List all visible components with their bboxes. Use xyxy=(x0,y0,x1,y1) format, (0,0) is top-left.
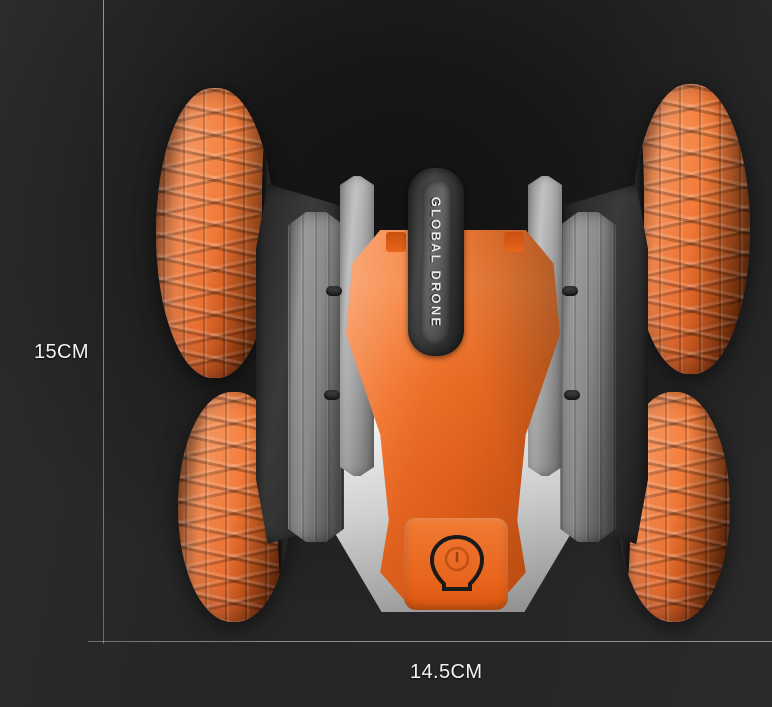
brand-plate: GLOBAL DRONE xyxy=(408,168,464,356)
hinge-peg xyxy=(562,286,578,296)
wheel-top-right xyxy=(632,84,750,374)
height-measurement-label: 15CM xyxy=(34,341,89,363)
tire-shading xyxy=(156,88,274,378)
hinge-peg xyxy=(324,390,340,400)
brand-text: GLOBAL DRONE xyxy=(428,196,444,328)
tire-shading xyxy=(632,84,750,374)
tire-tread-pattern xyxy=(632,84,750,374)
power-badge-icon xyxy=(426,534,488,592)
brand-slot: GLOBAL DRONE xyxy=(422,180,450,344)
shell-vent-left xyxy=(386,232,406,252)
hinge-peg xyxy=(564,390,580,400)
width-measurement-label: 14.5CM xyxy=(410,661,483,683)
tire-tread-pattern xyxy=(156,88,274,378)
emblem-pad xyxy=(404,518,508,610)
hinge-peg xyxy=(326,286,342,296)
side-rail-right xyxy=(560,212,616,542)
wheel-top-left xyxy=(156,88,274,378)
side-rail-left xyxy=(288,212,344,542)
shell-vent-right xyxy=(504,232,524,252)
vertical-guide-line xyxy=(103,0,104,644)
horizontal-guide-line xyxy=(88,641,772,642)
vehicle-top-view: GLOBAL DRONE xyxy=(140,72,765,622)
